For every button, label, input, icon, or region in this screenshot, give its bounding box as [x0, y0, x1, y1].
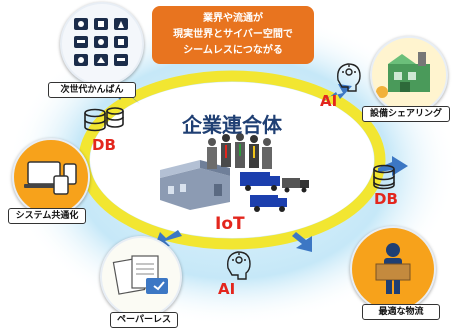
node-label-system-unification: システム共通化 — [8, 208, 86, 224]
paperless-circle — [100, 236, 182, 318]
truck-blue — [240, 172, 280, 191]
factory-icon — [376, 52, 430, 98]
center-title: 企業連合体 — [182, 113, 282, 137]
people-group — [207, 133, 272, 169]
node-label-paperless: ペーパーレス — [110, 312, 178, 328]
kanban-circle — [60, 2, 144, 86]
node-label-equipment-sharing: 設備シェアリング — [362, 106, 450, 122]
ai-head-icon-top — [337, 63, 361, 92]
db-label-right: DB — [374, 190, 398, 208]
equipment-sharing-circle — [370, 36, 448, 114]
truck-cargo — [282, 178, 309, 193]
callout-line-1: 業界や流通が — [203, 13, 263, 24]
center-illustration — [160, 133, 309, 212]
factory-building — [160, 168, 230, 210]
delivery-worker-icon — [375, 243, 411, 294]
arrow-right — [378, 156, 408, 176]
callout-line-2: 現実世界とサイバー空間で — [173, 29, 293, 40]
devices-icon — [24, 161, 77, 195]
iot-label: IoT — [215, 214, 245, 234]
arrow-bottom-right — [292, 232, 312, 252]
db-label-left: DB — [92, 136, 116, 154]
node-label-logistics: 最適な物流 — [362, 304, 440, 320]
kanban-grid-icon — [74, 18, 128, 66]
node-label-kanban: 次世代かんばん — [48, 82, 136, 98]
logistics-circle — [350, 226, 436, 312]
truck-front — [250, 195, 287, 212]
system-unification-circle — [12, 138, 90, 216]
database-icon-left — [84, 107, 124, 132]
arrow-top-right — [320, 84, 352, 104]
database-icon-right — [373, 164, 395, 190]
ai-label-top: AI — [320, 92, 338, 110]
documents-icon — [112, 255, 168, 295]
callout-banner: 業界や流通が 現実世界とサイバー空間で シームレスにつながる — [152, 6, 314, 64]
ai-head-icon-bottom — [227, 251, 251, 280]
callout-line-3: シームレスにつながる — [183, 45, 283, 56]
ai-label-bottom: AI — [218, 280, 236, 298]
